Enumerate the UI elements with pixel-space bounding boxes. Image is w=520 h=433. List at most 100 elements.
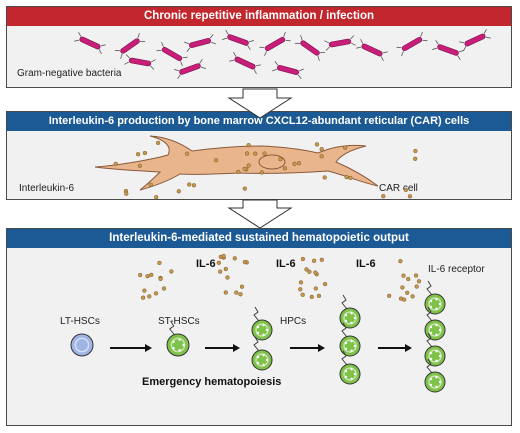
il6-dot bbox=[148, 182, 153, 187]
lt-hsc-cell bbox=[70, 333, 94, 357]
car-cell-label: CAR cell bbox=[379, 183, 418, 194]
il6-dot bbox=[401, 273, 406, 278]
il6-dot bbox=[413, 148, 418, 154]
il6-dot bbox=[225, 275, 230, 280]
bacterium bbox=[229, 51, 261, 75]
mature-cell-3 bbox=[424, 332, 446, 367]
il6-dot bbox=[413, 273, 419, 278]
il6-dot bbox=[246, 163, 251, 168]
bacterium bbox=[459, 28, 491, 52]
il6-dot bbox=[155, 140, 161, 146]
hpcs-label: HPCs bbox=[280, 316, 307, 327]
panel-hematopoietic-output-header: Interleukin-6-mediated sustained hematop… bbox=[7, 229, 511, 248]
il6-dot bbox=[145, 274, 150, 279]
il6-dot bbox=[161, 286, 167, 291]
emergency-hematopoiesis-label: Emergency hematopoiesis bbox=[142, 376, 282, 388]
down-arrow-1 bbox=[227, 88, 293, 119]
st-hscs-label: ST-HSCs bbox=[158, 316, 200, 327]
il6-dot bbox=[113, 161, 118, 167]
il6-dot bbox=[157, 260, 162, 266]
bacterium bbox=[324, 35, 356, 51]
bacterium bbox=[259, 32, 291, 56]
il6-dot bbox=[135, 152, 141, 157]
il6-dot bbox=[218, 269, 223, 274]
interleukin6-label: Interleukin-6 bbox=[19, 183, 75, 194]
bacterium bbox=[432, 39, 464, 61]
car-cell-nucleus bbox=[258, 154, 286, 170]
il6-dot bbox=[244, 151, 250, 156]
il6-dot bbox=[307, 269, 312, 274]
il6-dot bbox=[253, 151, 258, 156]
il6-dot bbox=[154, 195, 159, 200]
panel-inflammation-header: Chronic repetitive inflammation / infect… bbox=[7, 7, 511, 26]
il6-label-3: IL-6 bbox=[356, 258, 376, 270]
bacterium bbox=[396, 32, 428, 56]
il6-dots-group bbox=[113, 140, 422, 302]
lt-hscs-label: LT-HSCs bbox=[60, 316, 100, 327]
il6-dot bbox=[140, 295, 146, 300]
progenitor-cell-3 bbox=[339, 350, 361, 385]
il6-dot bbox=[322, 281, 328, 287]
il6-dot bbox=[313, 270, 318, 275]
il6-dot bbox=[300, 256, 306, 262]
car-cell-shape bbox=[94, 135, 379, 191]
il6-dot bbox=[413, 156, 418, 161]
il6-receptor-label: IL-6 receptor bbox=[428, 264, 485, 275]
il6-dot bbox=[309, 294, 314, 300]
hpc-cell-1 bbox=[251, 306, 273, 341]
il6-dot bbox=[314, 142, 320, 147]
mature-cell-4 bbox=[424, 358, 446, 393]
il6-dot bbox=[344, 174, 349, 180]
il6-dot bbox=[246, 143, 251, 148]
il6-dot bbox=[169, 269, 174, 274]
progenitor-cell-1 bbox=[339, 294, 361, 329]
il6-dot bbox=[278, 157, 283, 162]
il6-dot bbox=[187, 182, 192, 187]
il6-dot bbox=[223, 290, 228, 295]
il6-dot bbox=[319, 147, 324, 152]
arrow-3 bbox=[290, 344, 325, 352]
bacterium bbox=[294, 35, 326, 61]
il6-dot bbox=[343, 145, 348, 150]
bacterium bbox=[174, 58, 206, 80]
bacterium bbox=[272, 61, 304, 79]
il6-dot bbox=[401, 297, 407, 302]
panel-car-cells-header: Interleukin-6 production by bone marrow … bbox=[7, 112, 511, 131]
il6-dot bbox=[147, 294, 152, 299]
bacterium bbox=[156, 42, 188, 66]
il6-dot bbox=[316, 293, 322, 299]
st-hsc-cell bbox=[166, 320, 190, 357]
arrow-1 bbox=[110, 344, 152, 352]
down-arrow-2 bbox=[227, 199, 293, 229]
il6-dot bbox=[387, 293, 392, 298]
hpc-cell-2 bbox=[251, 336, 273, 371]
il6-dot bbox=[322, 175, 327, 180]
progenitor-cell-2 bbox=[339, 322, 361, 357]
il6-dot bbox=[158, 276, 163, 282]
il6-dot bbox=[191, 183, 197, 188]
il6-dot bbox=[406, 276, 411, 282]
il6-dot bbox=[407, 194, 413, 199]
bacteria-label: Gram-negative bacteria bbox=[17, 68, 122, 79]
il6-dot bbox=[262, 151, 267, 156]
il6-dot bbox=[311, 258, 317, 263]
il6-dot bbox=[398, 259, 403, 264]
il6-dot bbox=[298, 280, 304, 285]
il6-dot bbox=[410, 294, 415, 299]
arrow-4 bbox=[378, 344, 412, 352]
il6-dot bbox=[137, 163, 143, 168]
il6-dot bbox=[234, 290, 239, 295]
il6-dot bbox=[259, 170, 264, 175]
il6-dot bbox=[242, 166, 247, 171]
il6-dot bbox=[348, 175, 353, 181]
bacterium bbox=[184, 34, 216, 52]
il6-dot bbox=[242, 186, 247, 191]
il6-dot bbox=[142, 150, 148, 156]
il6-dot bbox=[300, 292, 305, 297]
il6-dot bbox=[304, 267, 309, 272]
il6-label-1: IL-6 bbox=[196, 258, 216, 270]
il6-dot bbox=[403, 187, 409, 193]
il6-dot bbox=[149, 272, 154, 278]
il6-dot bbox=[216, 260, 221, 265]
